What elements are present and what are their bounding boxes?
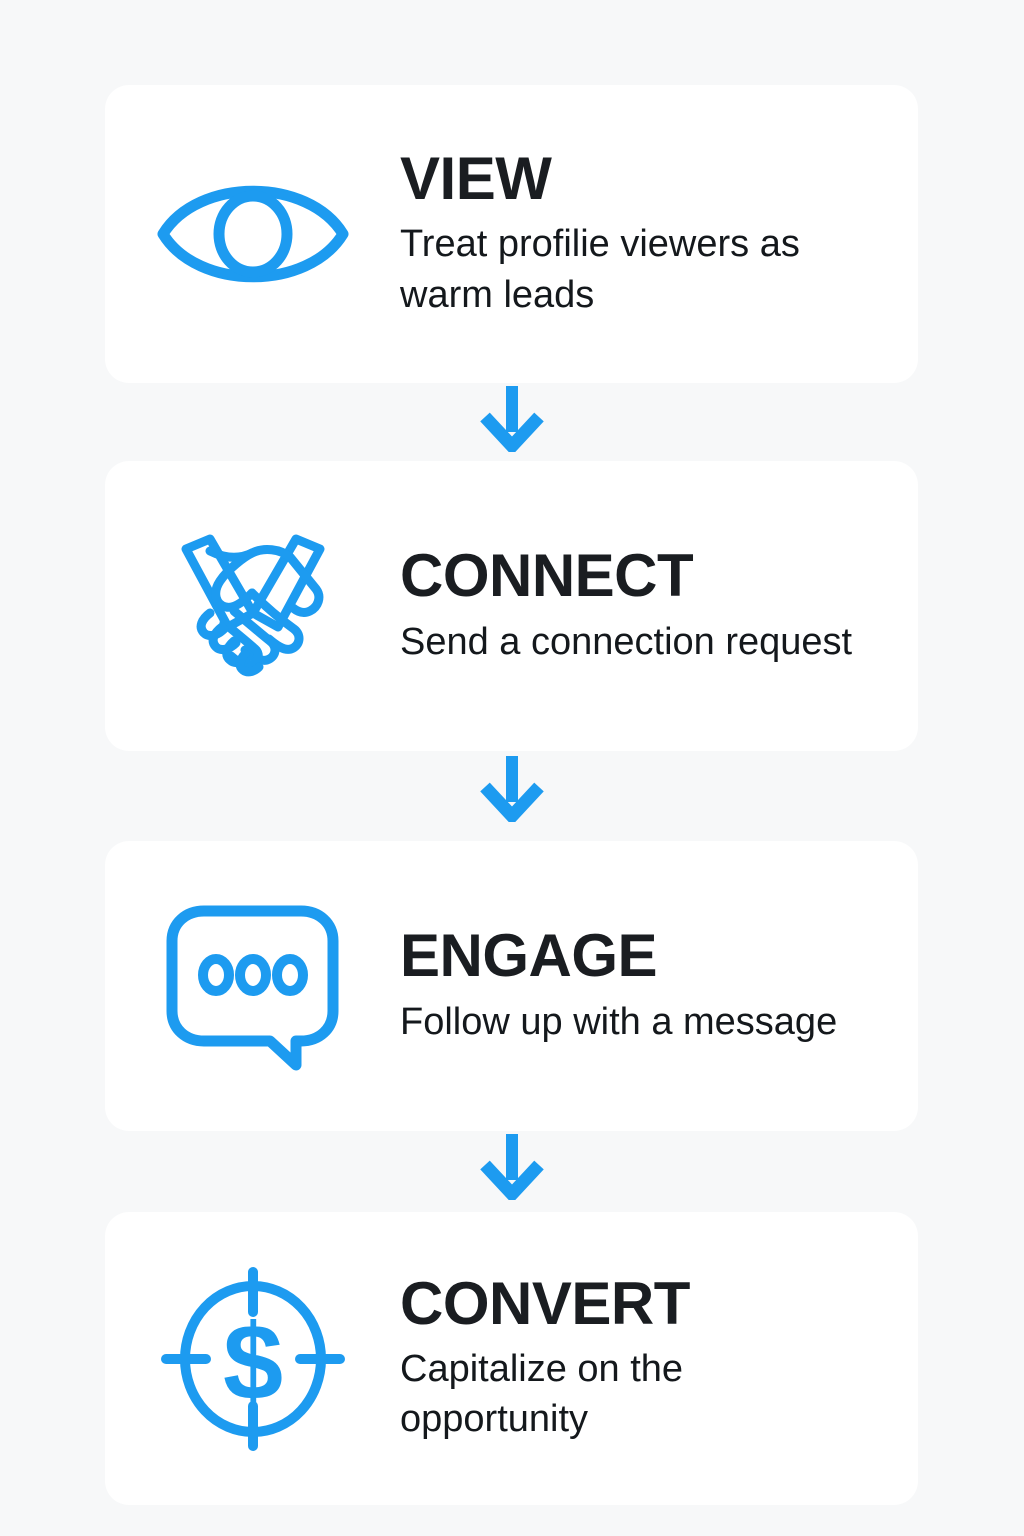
connector-arrow-2 xyxy=(0,756,1024,822)
svg-text:$: $ xyxy=(222,1301,282,1422)
eye-icon xyxy=(157,185,348,283)
step-card-convert: $ CONVERT Capitalize on the opportunity xyxy=(105,1212,918,1505)
speech-bubble-dots-icon xyxy=(166,905,339,1070)
arrow-down-icon xyxy=(480,756,544,822)
step-title: ENGAGE xyxy=(400,922,658,990)
step-card-connect: CONNECT Send a connection request xyxy=(105,461,918,751)
step-text-view: VIEW Treat profilie viewers as warm lead… xyxy=(400,148,918,320)
speech-bubble-icon-slot xyxy=(105,899,400,1074)
target-icon-slot: $ xyxy=(105,1264,400,1454)
step-description: Capitalize on the opportunity xyxy=(400,1347,684,1441)
step-text-connect: CONNECT Send a connection request xyxy=(400,545,918,666)
arrow-down-icon xyxy=(480,1134,544,1200)
target-dollar-icon: $ xyxy=(160,1266,345,1451)
handshake-icon-slot xyxy=(105,529,400,684)
connector-arrow-3 xyxy=(0,1134,1024,1200)
step-card-view: VIEW Treat profilie viewers as warm lead… xyxy=(105,85,918,383)
step-description: Treat profilie viewers as warm leads xyxy=(400,223,800,316)
step-text-convert: CONVERT Capitalize on the opportunity xyxy=(400,1273,918,1445)
step-card-engage: ENGAGE Follow up with a message xyxy=(105,841,918,1131)
arrow-down-icon xyxy=(480,386,544,452)
step-description: Follow up with a message xyxy=(400,1000,838,1043)
step-title: VIEW xyxy=(400,145,552,213)
step-title: CONVERT xyxy=(400,1269,690,1337)
step-title: CONNECT xyxy=(400,542,694,610)
handshake-icon xyxy=(181,534,324,676)
step-text-engage: ENGAGE Follow up with a message xyxy=(400,925,918,1046)
eye-icon-slot xyxy=(105,169,400,299)
connector-arrow-1 xyxy=(0,386,1024,452)
step-description: Send a connection request xyxy=(400,620,853,663)
